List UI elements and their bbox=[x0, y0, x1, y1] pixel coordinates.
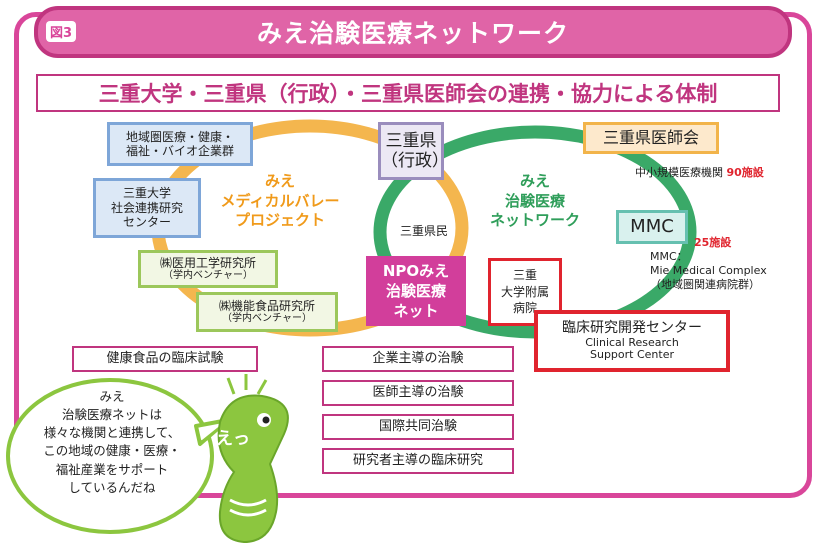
trial-network-label: みえ 治験医療 ネットワーク bbox=[489, 172, 580, 229]
small-institutions-line: 中小規模医療機関 90施設 bbox=[635, 164, 795, 180]
mmc-description: MMC： Mie Medical Complex （地域圏関連病院群） bbox=[650, 250, 767, 291]
page-title: みえ治験医療ネットワーク bbox=[34, 6, 792, 58]
small-institutions-count: 90施設 bbox=[726, 166, 764, 179]
center-name-en: Clinical Research Support Center bbox=[585, 335, 679, 362]
center-name-jp: 臨床研究開発センター bbox=[562, 319, 702, 336]
trial-type-box: 企業主導の治験 bbox=[322, 346, 514, 372]
npo-box: NPOみえ 治験医療 ネット bbox=[366, 256, 466, 326]
small-institutions-label: 中小規模医療機関 bbox=[635, 166, 723, 179]
mascot-exclamation: えっ bbox=[216, 429, 250, 449]
trial-type-box: 国際共同治験 bbox=[322, 414, 514, 440]
figure-badge: 図3 bbox=[46, 21, 76, 42]
social-center-box: 三重大学 社会連携研究 センター bbox=[93, 178, 201, 238]
subtitle: 三重大学・三重県（行政）・三重県医師会の連携・協力による体制 bbox=[36, 74, 780, 112]
medical-valley-label: みえ メディカルバレー プロジェクト bbox=[220, 172, 340, 229]
trial-type-box: 医師主導の治験 bbox=[322, 380, 514, 406]
mmc-count: 25施設 bbox=[694, 236, 732, 249]
prefecture-box: 三重県 （行政） bbox=[378, 122, 449, 180]
speech-bubble-text: みえ 治験医療ネットは 様々な機関と連携して、 この地域の健康・医療・ 福祉産業… bbox=[43, 389, 181, 495]
functional-food-lab-box: ㈱機能食品研究所 （学内ベンチャー） bbox=[196, 292, 338, 332]
medical-eng-lab-note: （学内ベンチャー） bbox=[163, 270, 253, 282]
medical-eng-lab-name: ㈱医用工学研究所 bbox=[159, 255, 256, 270]
medical-eng-lab-box: ㈱医用工学研究所 （学内ベンチャー） bbox=[138, 250, 278, 288]
functional-food-lab-name: ㈱機能食品研究所 bbox=[218, 298, 315, 313]
bio-companies-box: 地域圏医療・健康・ 福祉・バイオ企業群 bbox=[107, 122, 253, 166]
trial-type-box: 研究者主導の臨床研究 bbox=[322, 448, 514, 474]
clinical-research-center-box: 臨床研究開発センター Clinical Research Support Cen… bbox=[534, 310, 730, 372]
functional-food-lab-note: （学内ベンチャー） bbox=[222, 313, 312, 325]
mmc-box: MMC bbox=[616, 210, 688, 244]
medical-association-box: 三重県医師会 bbox=[583, 122, 719, 154]
mascot-icon bbox=[217, 374, 289, 544]
health-food-trial-box: 健康食品の臨床試験 bbox=[72, 346, 258, 372]
prefecture-residents-label: 三重県民 bbox=[399, 224, 448, 238]
